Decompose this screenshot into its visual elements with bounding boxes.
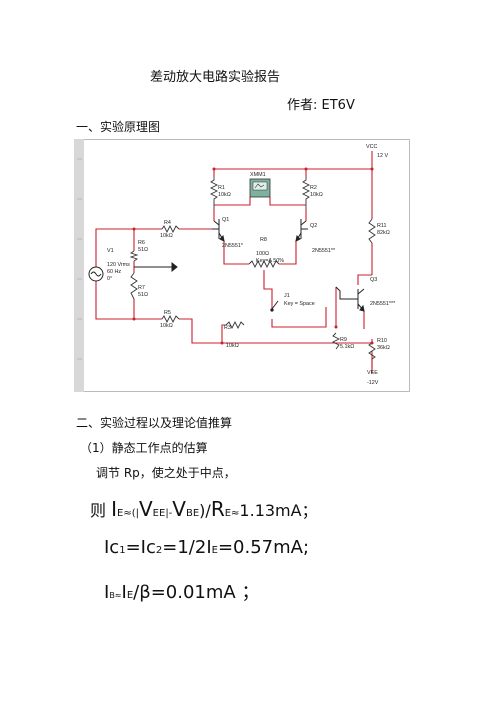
circuit-schematic: VCC 12 V R1 10kΩ R2 10kΩ XMM1 Q1 2N5551*…	[74, 139, 410, 392]
transistor-q2	[295, 219, 308, 242]
label-r2: R2	[310, 185, 317, 191]
eq1-paren: (|	[131, 508, 139, 519]
label-r4-value: 10kΩ	[160, 233, 173, 239]
label-r8-value: 100Ω	[256, 251, 269, 257]
eq1-v: V	[138, 497, 153, 521]
multimeter-xmm1	[249, 178, 271, 198]
eq3-i: I	[104, 582, 110, 603]
resistor-r11	[368, 218, 376, 244]
label-vee-voltage: -12V	[367, 380, 379, 386]
eq3-i2: I	[121, 582, 127, 603]
eq1-mid: |-	[165, 508, 173, 519]
label-r11: R11	[377, 223, 387, 229]
label-r10-value: 36kΩ	[377, 345, 390, 351]
schematic-left-bar	[74, 139, 84, 392]
label-r8: R8	[260, 237, 267, 243]
eq1-i: I	[111, 497, 117, 521]
label-q2: Q2	[310, 223, 317, 229]
eq1-sub-e: E≈	[117, 508, 132, 519]
resistor-r9	[331, 332, 341, 350]
section-heading-1: 一、实验原理图	[76, 120, 161, 134]
eq2-sub-1: 1	[119, 545, 126, 556]
label-vee: VEE	[367, 370, 378, 376]
label-vcc-voltage: 12 V	[377, 153, 388, 159]
label-r8-key: Key=A 50%	[256, 258, 284, 264]
label-r1: R1	[218, 185, 225, 191]
eq2-half: =1/2I	[162, 537, 212, 558]
eq2-value: =0.57mA;	[217, 537, 310, 558]
resistor-r6	[129, 250, 139, 262]
schematic-frame	[74, 139, 410, 392]
resistor-r3	[225, 320, 245, 330]
label-q1-type: 2N5551*	[222, 243, 244, 249]
eq1-close: )/	[199, 501, 211, 520]
resistor-r4	[161, 224, 180, 234]
resistor-r10	[368, 342, 376, 360]
section-heading-2: 二、实验过程以及理论值推算	[76, 416, 233, 430]
junction-dots	[132, 167, 374, 345]
equation-base-current: IB≈IE/β=0.01mA ；	[104, 578, 259, 604]
eq2-eq-ic: =Ic	[125, 537, 156, 558]
eq1-sub-e2: E≈	[224, 508, 240, 519]
label-r3-value: 10kΩ	[226, 343, 239, 349]
label-xmm1: XMM1	[250, 172, 266, 178]
document-title: 差动放大电路实验报告	[150, 70, 281, 85]
switch-j1	[270, 300, 279, 312]
resistor-r7	[130, 272, 138, 300]
label-v1-rms: 120 Vrms	[107, 262, 130, 268]
eq3-sub-b: B≈	[109, 591, 122, 600]
label-r3: R3	[224, 325, 231, 331]
transistor-q3	[335, 286, 365, 312]
eq2-sub-e: E	[211, 545, 218, 556]
label-r6: R6	[138, 240, 145, 246]
label-r9-value: 5.1kΩ	[340, 344, 354, 350]
schematic-svg: VCC 12 V R1 10kΩ R2 10kΩ XMM1 Q1 2N5551*…	[74, 139, 410, 392]
label-vcc: VCC	[366, 144, 377, 150]
eq2-sub-2: 2	[155, 545, 163, 556]
label-j1-key: Key = Space	[284, 301, 315, 307]
paragraph-adjust-rp: 调节 Rp，使之处于中点，	[96, 466, 236, 480]
label-r5: R5	[164, 310, 171, 316]
equation-emitter-current: 则 IE≈(|VEE|-VBE)/RE≈1.13mA；	[90, 497, 318, 521]
label-r4: R4	[164, 220, 171, 226]
label-r2-value: 10kΩ	[310, 192, 323, 198]
label-v1-freq: 60 Hz	[107, 269, 121, 275]
label-q1: Q1	[222, 217, 229, 223]
label-q3: Q3	[370, 277, 377, 283]
label-r7-value: 51Ω	[138, 292, 148, 298]
label-r9: R9	[340, 337, 347, 343]
ac-source-v1	[88, 266, 104, 282]
label-q2-type: 2N5551**	[312, 248, 336, 254]
schematic-ruler	[77, 158, 82, 360]
eq1-prefix: 则	[90, 501, 112, 520]
label-r6-value: 51Ω	[138, 247, 148, 253]
eq2-ic: Ic	[104, 537, 120, 558]
resistor-r8	[248, 259, 280, 269]
eq1-sub-be: BE	[185, 508, 200, 519]
label-q3-type: 2N5551***	[370, 301, 396, 307]
label-r11-value: 82kΩ	[377, 230, 390, 236]
ground-symbol	[134, 261, 178, 273]
label-j1: J1	[284, 293, 290, 299]
eq3-sub-e: E	[126, 590, 134, 601]
subsection-heading: （1）静态工作点的估算	[80, 441, 208, 455]
label-v1: V1	[107, 248, 114, 254]
label-r1-value: 10kΩ	[218, 192, 231, 198]
equation-collector-current: Ic1=Ic2=1/2IE=0.57mA;	[104, 537, 309, 558]
eq1-sub-ee: EE	[152, 508, 166, 519]
label-r10: R10	[377, 338, 387, 344]
resistor-r5	[161, 314, 180, 324]
resistor-r2	[301, 177, 311, 209]
eq1-v2: V	[172, 497, 186, 521]
resistor-r1	[209, 177, 219, 209]
label-v1-phase: 0°	[107, 276, 112, 282]
label-r5-value: 10kΩ	[160, 323, 173, 329]
label-r7: R7	[138, 285, 145, 291]
eq1-value: 1.13mA；	[239, 501, 318, 520]
eq3-value: /β=0.01mA ；	[133, 582, 260, 603]
eq1-r: R	[210, 497, 225, 521]
author-line: 作者: ET6V	[287, 98, 355, 113]
transistor-q1	[212, 219, 225, 242]
